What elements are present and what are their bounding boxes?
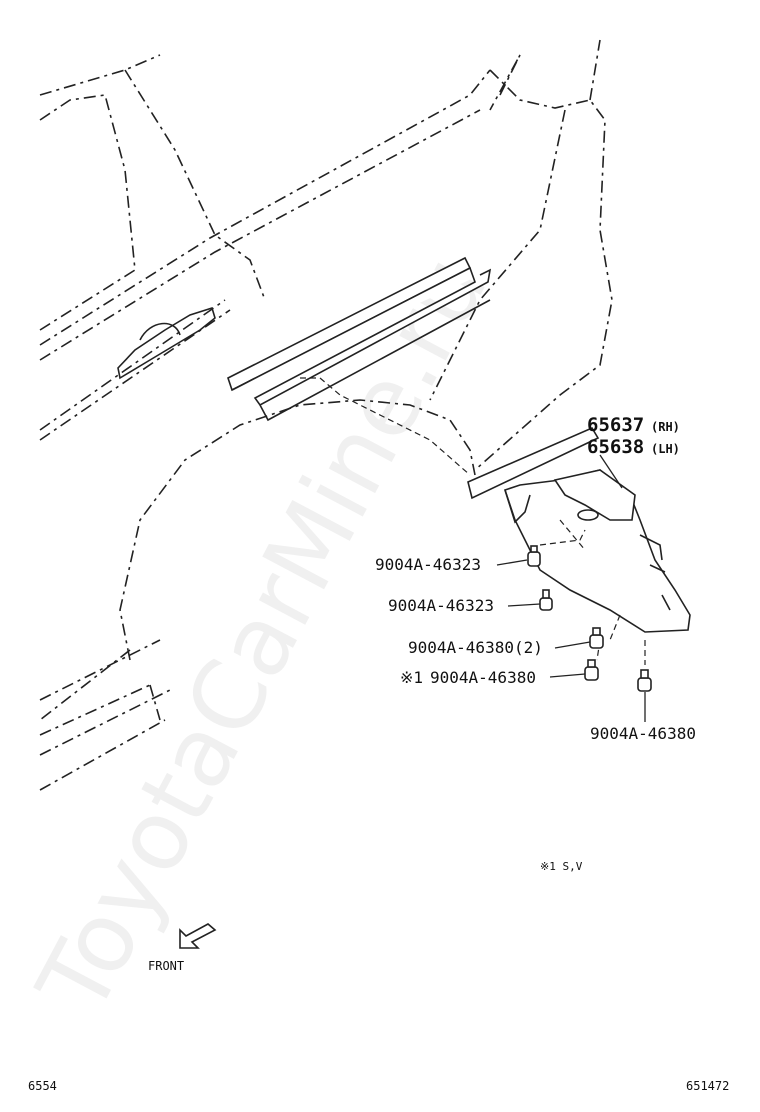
screw-icon (589, 627, 604, 649)
car-body-outline (39, 39, 613, 791)
clip-icon (527, 545, 541, 567)
leader-lines (496, 454, 646, 722)
footnote: ※1 S,V (540, 860, 583, 873)
door-handle (117, 306, 216, 380)
screw-icon (584, 659, 599, 681)
footer-right-code: 651472 (686, 1079, 729, 1093)
part-number-lh: 65638 (587, 436, 644, 458)
part-number-rh: 65637 (587, 414, 644, 436)
rocker-moulding (227, 256, 492, 476)
fasteners (527, 545, 652, 692)
part-number-screw-c: 9004A-46380 (590, 724, 696, 743)
mudguard-part (503, 469, 691, 665)
part-number-screw-a: 9004A-46380(2) (408, 638, 543, 657)
footer-left-code: 6554 (28, 1079, 57, 1093)
screw-icon (637, 669, 652, 692)
part-note-mark: ※1 (400, 668, 423, 687)
watermark: ToyotaCarMine.ru (16, 238, 509, 1032)
part-number-clip-b: 9004A-46323 (388, 596, 494, 615)
front-arrow-icon (179, 923, 217, 949)
part-side-rh: (RH) (651, 420, 680, 434)
part-number-screw-b: 9004A-46380 (430, 668, 536, 687)
part-side-lh: (LH) (651, 442, 680, 456)
part-number-clip-a: 9004A-46323 (375, 555, 481, 574)
front-label: FRONT (148, 959, 184, 973)
clip-icon (539, 589, 553, 611)
arch-strip (467, 426, 600, 500)
